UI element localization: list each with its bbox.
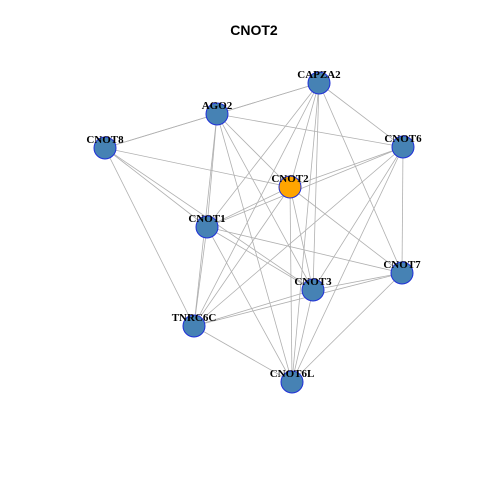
node-cnot2[interactable]: [278, 175, 302, 199]
edge-ago2-cnot3: [216, 113, 314, 291]
edge-cnot3-tnrc6c: [193, 289, 314, 327]
edge-cnot6-tnrc6c: [193, 146, 404, 327]
edge-cnot1-cnot7: [206, 226, 403, 274]
edge-capza2-cnot3: [312, 82, 320, 291]
graph-title: CNOT2: [230, 22, 278, 38]
node-label-ago2: AGO2: [202, 100, 233, 112]
node-label-cnot2: CNOT2: [271, 173, 309, 185]
edge-capza2-cnot1: [206, 82, 320, 228]
edge-cnot6-cnot2: [289, 146, 404, 188]
edge-capza2-cnot6l: [291, 82, 320, 383]
node-label-tnrc6c: TNRC6C: [172, 312, 217, 324]
edge-capza2-tnrc6c: [193, 82, 320, 327]
node-capza2[interactable]: [307, 71, 331, 95]
edge-cnot1-cnot6l: [206, 226, 293, 383]
edge-cnot2-cnot1: [206, 186, 291, 228]
node-label-cnot8: CNOT8: [86, 134, 124, 146]
edge-cnot7-cnot6l: [291, 272, 403, 383]
edge-cnot2-cnot3: [289, 186, 314, 291]
edge-cnot8-cnot1: [104, 147, 208, 228]
edge-ago2-cnot6l: [216, 113, 293, 383]
node-ago2[interactable]: [205, 102, 229, 126]
nodes-layer: [93, 71, 415, 394]
edge-cnot7-cnot3: [312, 272, 403, 291]
node-cnot6[interactable]: [391, 135, 415, 159]
node-cnot6l[interactable]: [280, 370, 304, 394]
edge-cnot6-cnot6l: [291, 146, 404, 383]
edge-cnot7-tnrc6c: [193, 272, 403, 327]
edge-cnot6-cnot7: [401, 146, 404, 274]
edge-cnot1-tnrc6c: [193, 226, 208, 327]
node-label-cnot6: CNOT6: [384, 133, 422, 145]
edge-ago2-cnot2: [216, 113, 291, 188]
edge-cnot6-cnot1: [206, 146, 404, 228]
edge-cnot2-tnrc6c: [193, 186, 291, 327]
node-tnrc6c[interactable]: [182, 314, 206, 338]
edge-cnot2-cnot7: [289, 186, 403, 274]
edge-capza2-cnot2: [289, 82, 320, 188]
node-label-capza2: CAPZA2: [297, 69, 341, 81]
edge-cnot8-tnrc6c: [104, 147, 195, 327]
edge-tnrc6c-cnot6l: [193, 325, 293, 383]
edge-cnot1-cnot3: [206, 226, 314, 291]
node-cnot8[interactable]: [93, 136, 117, 160]
edge-cnot3-cnot6l: [291, 289, 314, 383]
node-label-cnot7: CNOT7: [383, 259, 421, 271]
edge-cnot2-cnot6l: [289, 186, 293, 383]
edge-ago2-cnot8: [104, 113, 218, 149]
node-label-cnot3: CNOT3: [294, 276, 332, 288]
edge-cnot8-cnot2: [104, 147, 291, 188]
edge-cnot6-cnot3: [312, 146, 404, 291]
edge-capza2-cnot7: [318, 82, 403, 274]
node-label-cnot1: CNOT1: [188, 213, 225, 225]
node-cnot3[interactable]: [301, 278, 325, 302]
edge-ago2-cnot6: [216, 113, 404, 148]
edge-capza2-cnot6: [318, 82, 404, 148]
edges-layer: [104, 82, 404, 383]
node-cnot1[interactable]: [195, 215, 219, 239]
node-cnot7[interactable]: [390, 261, 414, 285]
node-label-cnot6l: CNOT6L: [270, 368, 315, 380]
